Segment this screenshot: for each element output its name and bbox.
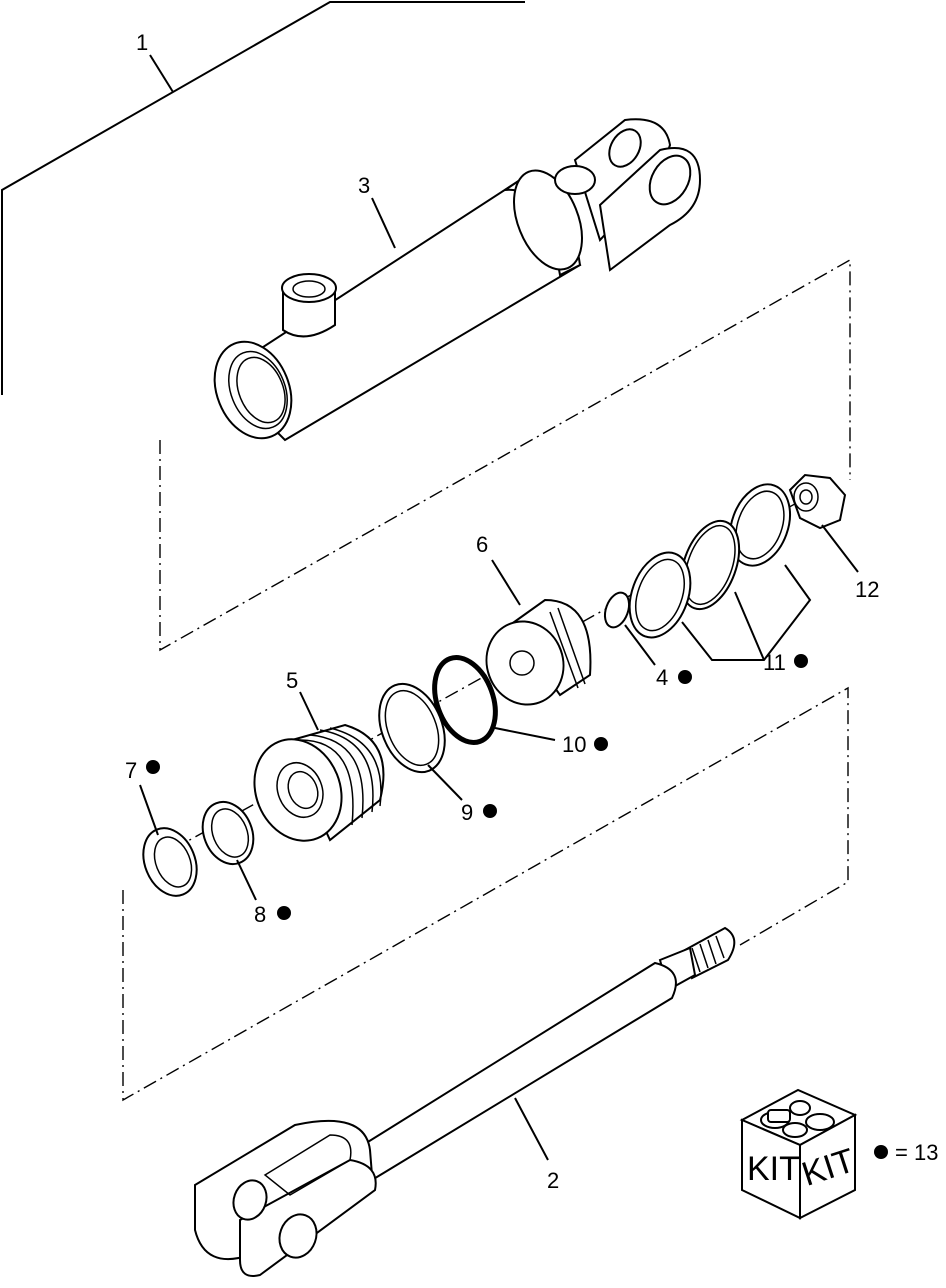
piston <box>485 598 592 706</box>
piston-rod <box>194 926 736 1277</box>
kit-dot-7 <box>146 760 160 774</box>
callout-4: 4 <box>656 665 668 690</box>
kit-parts-icon <box>760 1100 835 1138</box>
leader-10 <box>494 727 556 741</box>
leader-6 <box>491 559 521 606</box>
callout-11: 11 <box>763 650 786 675</box>
seal-rings-11 <box>628 483 791 639</box>
callout-7: 7 <box>125 758 137 783</box>
ring-4 <box>603 591 631 629</box>
alignment-box-upper <box>159 258 851 652</box>
leader-12 <box>821 524 859 573</box>
cylinder-barrel <box>213 118 702 442</box>
kit-dot-9 <box>483 804 497 818</box>
leader-5 <box>299 691 319 731</box>
leader-7 <box>139 784 159 836</box>
gland-head <box>253 723 385 842</box>
wiper-7 <box>142 827 198 897</box>
kit-dot-8 <box>277 906 291 920</box>
ring-8 <box>201 800 255 866</box>
callout-3: 3 <box>358 173 370 198</box>
kit-label-left: KIT <box>747 1150 800 1188</box>
callout-5: 5 <box>286 668 298 693</box>
kit-dot-11 <box>794 654 808 668</box>
kit-dot-10 <box>594 737 608 751</box>
callout-12: 12 <box>855 577 879 602</box>
leader-3 <box>371 197 396 249</box>
o-ring-10 <box>432 655 498 745</box>
callout-8: 8 <box>254 902 266 927</box>
leader-4 <box>624 624 656 666</box>
callout-6: 6 <box>476 532 488 557</box>
assembly-bracket-line <box>1 1 525 395</box>
kit-dot-4 <box>678 670 692 684</box>
callout-9: 9 <box>461 800 473 825</box>
nut <box>788 473 847 530</box>
kit-box-icon: KIT KIT <box>739 1088 859 1220</box>
leader-1 <box>149 54 174 93</box>
alignment-box-lower <box>122 686 849 1102</box>
leader-11b <box>734 591 765 661</box>
kit-legend-text: = 13 <box>895 1140 938 1165</box>
callout-1: 1 <box>136 30 148 55</box>
leader-2 <box>514 1097 549 1161</box>
washer-9 <box>378 682 446 774</box>
kit-legend-dot <box>874 1145 888 1159</box>
callout-10: 10 <box>562 732 586 757</box>
leader-9 <box>427 764 463 801</box>
callout-2: 2 <box>547 1168 559 1193</box>
leader-8 <box>236 859 257 901</box>
